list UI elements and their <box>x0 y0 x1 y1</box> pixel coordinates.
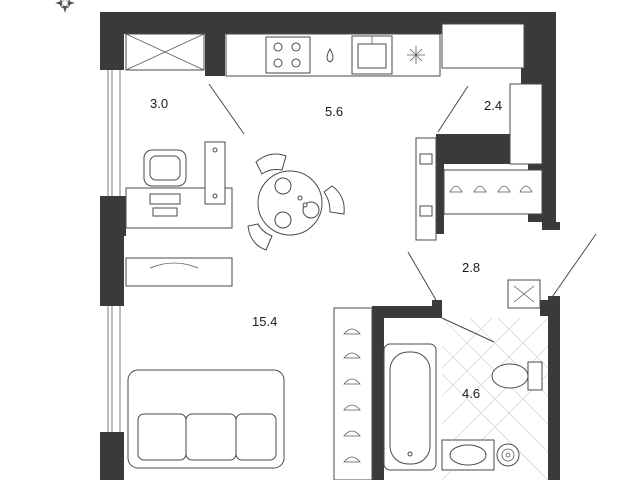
room-area-hallway: 2.8 <box>462 260 480 275</box>
dining-table <box>247 153 345 251</box>
sofa <box>127 369 285 469</box>
bathroom-room: 4.6 <box>383 317 549 480</box>
storage-room: 2.4 <box>437 23 543 165</box>
snowflake-icon <box>407 46 425 64</box>
workspace-room: 3.0 <box>125 33 245 229</box>
kitchen-room: 5.6 <box>225 33 441 251</box>
hallway-room: 2.8 <box>407 137 597 309</box>
water-drop-icon <box>326 47 334 63</box>
kitchen-sink-icon <box>351 35 393 75</box>
left-windows <box>104 70 124 432</box>
stove-icon <box>265 36 311 74</box>
compass-icon <box>55 0 75 13</box>
room-area-bathroom: 4.6 <box>462 386 480 401</box>
room-area-storage: 2.4 <box>484 98 502 113</box>
toilet <box>491 361 543 391</box>
room-area-kitchen: 5.6 <box>325 104 343 119</box>
living-room: 15.4 <box>125 257 373 480</box>
room-area-living-room: 15.4 <box>252 314 277 329</box>
room-area-workspace: 3.0 <box>150 96 168 111</box>
